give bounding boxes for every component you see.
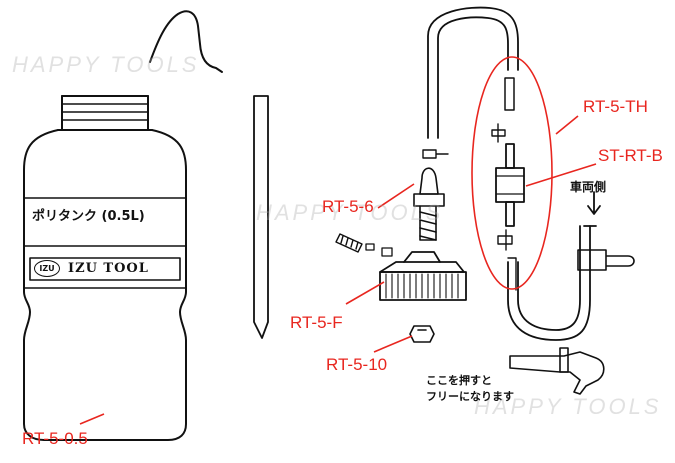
vehicle-side-label: 車両側 (570, 180, 607, 194)
small-part (381, 247, 393, 257)
clip-note-line1: ここを押すと (426, 374, 492, 387)
pinch-clip-drawing (509, 347, 605, 395)
down-arrow-icon (587, 191, 601, 215)
watermark: HAPPY TOOLS (474, 394, 662, 419)
leader-line (525, 163, 597, 187)
small-fitting (491, 123, 506, 143)
label-cap: RT-5-F (290, 313, 343, 332)
brand-label: IZU TOOL (68, 261, 149, 276)
leader-line (555, 115, 579, 135)
label-bottle: RT-5-0.5 (22, 429, 88, 448)
wire-hook (149, 10, 223, 73)
leader-line (377, 183, 415, 209)
nut-drawing (409, 325, 435, 343)
nipple-drawing (413, 167, 445, 241)
brand-logo-text: IZU (39, 264, 55, 273)
suction-tube (427, 6, 519, 139)
small-screw (335, 233, 363, 253)
clip-note-line2: フリーになります (426, 390, 514, 403)
watermark: HAPPY TOOLS (12, 52, 200, 77)
product-label: ポリタンク (0.5L) (32, 209, 145, 224)
check-valve-drawing (495, 143, 525, 291)
small-fitting (422, 149, 449, 159)
long-rod (253, 95, 269, 339)
leader-line (79, 413, 105, 425)
label-nut: RT-5-10 (326, 355, 388, 374)
small-part (365, 243, 375, 251)
label-nipple: RT-5-6 (322, 197, 374, 216)
cap-drawing (379, 251, 467, 301)
tube-set-highlight (471, 56, 553, 290)
return-tube (507, 225, 591, 341)
brand-logo-icon: IZU (34, 260, 60, 277)
bottle-drawing (23, 95, 187, 441)
hose-clip (577, 249, 635, 271)
watermark: HAPPY TOOLS (256, 200, 444, 225)
small-fitting (504, 77, 515, 111)
label-tube-set: RT-5-TH (583, 97, 648, 116)
leader-line (373, 335, 413, 353)
leader-line (345, 281, 385, 305)
label-check-valve: ST-RT-B (598, 146, 663, 165)
